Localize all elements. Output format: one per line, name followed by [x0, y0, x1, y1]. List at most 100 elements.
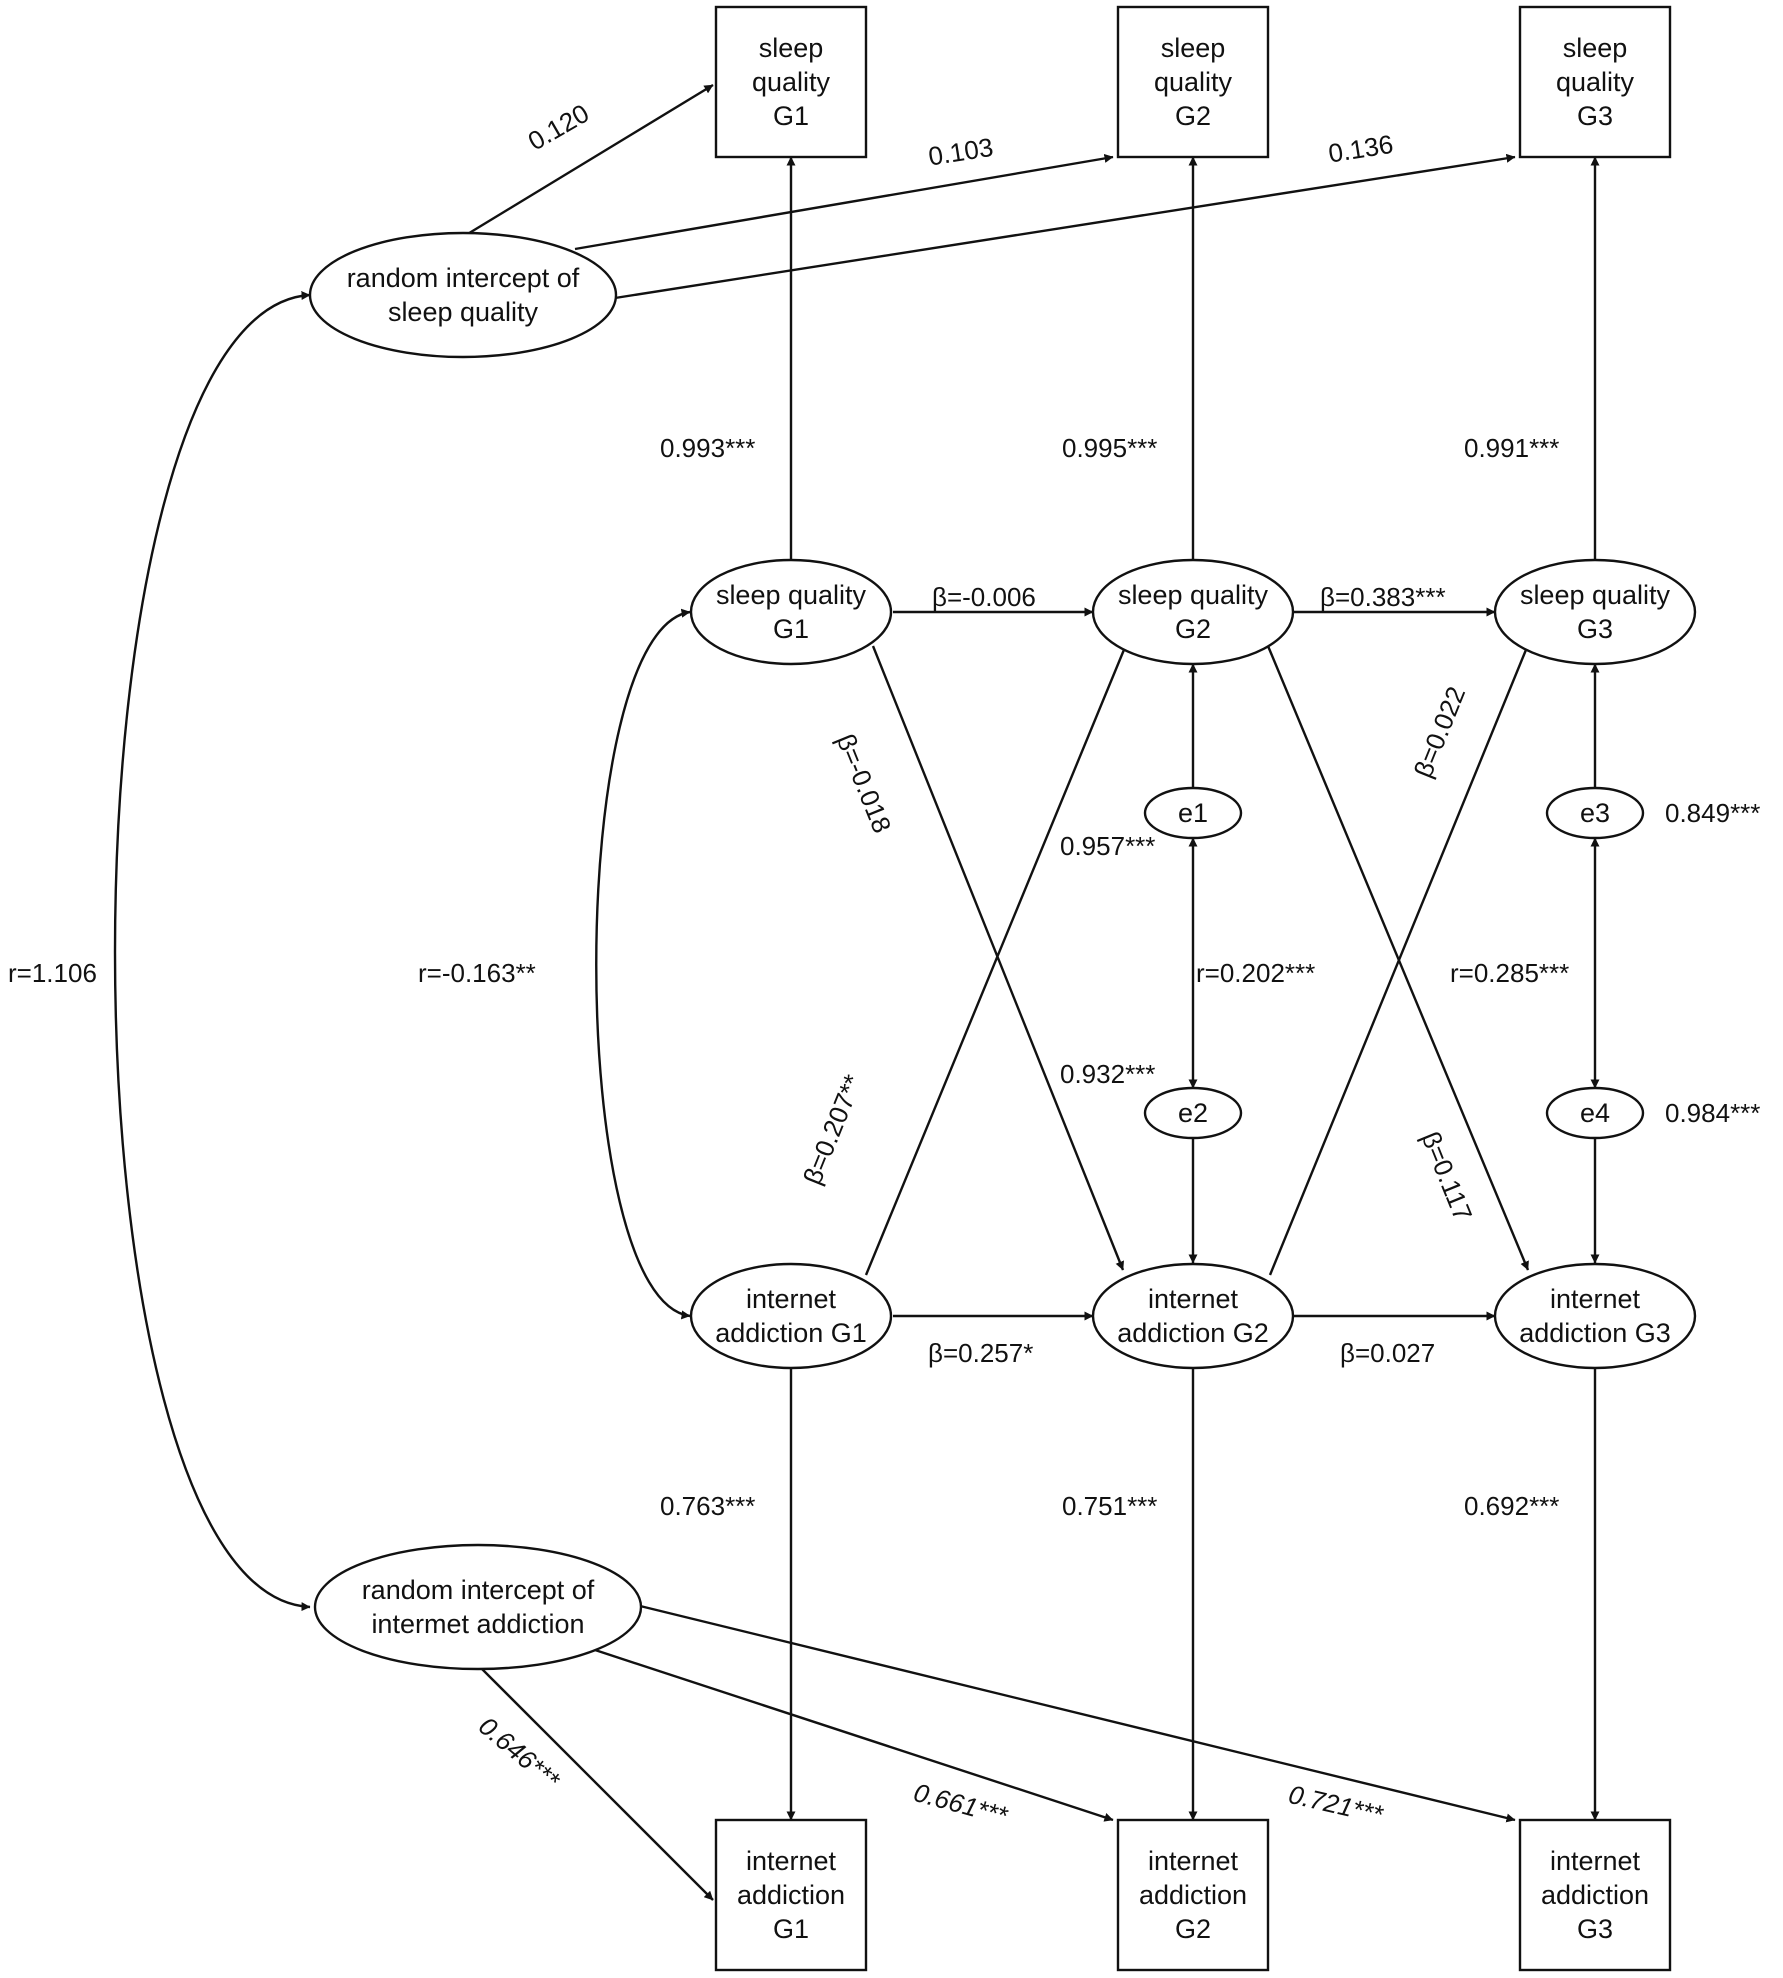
node-label-line: e2: [1178, 1098, 1208, 1128]
label-ri-internet-to-box2: 0.661***: [911, 1777, 1012, 1831]
label-cl-ia2-sq3: β=0.022: [1408, 682, 1471, 782]
node-label-e4: e4: [1580, 1098, 1610, 1128]
label-loading-sleep-g3: 0.991***: [1464, 433, 1559, 463]
e1-ellipse: e1: [1143, 786, 1243, 840]
node-label-line: G3: [1577, 101, 1613, 131]
label-residual-e2: 0.932***: [1060, 1059, 1155, 1089]
label-cov-e3-e4: r=0.285***: [1450, 958, 1569, 988]
node-label-line: sleep: [759, 33, 824, 63]
node-label-ia-lat-3: internet addiction G3: [1519, 1284, 1671, 1348]
label-loading-internet-g2: 0.751***: [1062, 1491, 1157, 1521]
node-label-line: addiction G3: [1519, 1318, 1671, 1348]
node-label-line: addiction G1: [715, 1318, 867, 1348]
node-label-line: sleep quality: [388, 297, 539, 327]
node-label-line: sleep quality: [1118, 580, 1269, 610]
node-label-line: addiction: [1139, 1880, 1247, 1910]
node-label-line: G2: [1175, 614, 1211, 644]
label-residual-e1: 0.957***: [1060, 831, 1155, 861]
node-label-ri-internet: random intercept of intermet addiction: [362, 1575, 595, 1639]
edge-cl-ia1-to-sq2: [864, 639, 1130, 1276]
edge-ri-internet-to-box1: [477, 1664, 714, 1901]
node-label-e3: e3: [1580, 798, 1610, 828]
node-label-line: internet: [746, 1284, 837, 1314]
edge-cov-random-intercepts: [113, 291, 311, 1612]
label-loading-internet-g1: 0.763***: [660, 1491, 755, 1521]
node-label-line: quality: [752, 67, 831, 97]
node-label-line: internet: [1550, 1846, 1641, 1876]
label-ri-sleep-to-box3: 0.136: [1326, 129, 1395, 169]
edge-ri-internet-to-box2: [594, 1648, 1114, 1822]
edge-ri-sleep-to-box1: [465, 83, 714, 237]
e2-ellipse: e2: [1143, 1086, 1243, 1140]
random-intercept-internet-ellipse: random intercept of intermet addiction: [313, 1543, 643, 1671]
label-cov-random-intercepts: r=1.106: [8, 958, 97, 988]
node-label-line: G1: [773, 614, 809, 644]
internet-addiction-g1-latent: internet addiction G1: [689, 1262, 893, 1370]
node-label-ri-sleep: random intercept of sleep quality: [347, 263, 580, 327]
node-label-line: G1: [773, 1914, 809, 1944]
node-label-e2: e2: [1178, 1098, 1208, 1128]
node-label-line: G1: [773, 101, 809, 131]
label-cl-ia1-sq2: β=0.207**: [797, 1070, 868, 1188]
node-label-line: quality: [1154, 67, 1233, 97]
label-ri-internet-to-box1: 0.646***: [473, 1711, 566, 1796]
node-label-line: G2: [1175, 1914, 1211, 1944]
label-loading-internet-g3: 0.692***: [1464, 1491, 1559, 1521]
label-ri-sleep-to-box1: 0.120: [523, 98, 594, 157]
node-label-line: intermet addiction: [371, 1609, 584, 1639]
random-intercept-sleep-ellipse: random intercept of sleep quality: [308, 231, 618, 359]
node-label-line: sleep: [1161, 33, 1226, 63]
e3-ellipse: e3: [1545, 786, 1645, 840]
edge-cl-ia2-to-sq3: [1268, 639, 1532, 1276]
node-label-line: G3: [1577, 614, 1613, 644]
edge-ri-internet-to-box3: [635, 1603, 1516, 1823]
e4-ellipse: e4: [1545, 1086, 1645, 1140]
node-label-line: random intercept of: [362, 1575, 595, 1605]
edge-labels: 0.120 0.103 0.136 0.993*** 0.995*** 0.99…: [8, 98, 1760, 1831]
node-label-line: G3: [1577, 1914, 1613, 1944]
node-label-line: e1: [1178, 798, 1208, 828]
node-label-line: random intercept of: [347, 263, 580, 293]
edge-ri-sleep-to-box3: [614, 153, 1516, 300]
label-residual-e4: 0.984***: [1665, 1098, 1760, 1128]
edge-cov-g1-latents: [595, 608, 691, 1320]
label-ar-sleep-1-2: β=-0.006: [932, 582, 1036, 612]
label-cl-sq2-ia3: β=0.117: [1416, 1127, 1479, 1225]
label-ar-sleep-2-3: β=0.383***: [1320, 582, 1446, 612]
node-label-line: addiction G2: [1117, 1318, 1269, 1348]
label-ar-internet-1-2: β=0.257*: [928, 1338, 1033, 1368]
label-residual-e3: 0.849***: [1665, 798, 1760, 828]
node-label-line: G2: [1175, 101, 1211, 131]
node-label-line: internet: [1550, 1284, 1641, 1314]
node-label-line: sleep: [1563, 33, 1628, 63]
edge-cl-sq2-to-ia3: [1266, 645, 1530, 1271]
label-loading-sleep-g1: 0.993***: [660, 433, 755, 463]
node-label-line: quality: [1556, 67, 1635, 97]
label-cl-sq1-ia2: β=-0.018: [831, 730, 898, 838]
node-label-line: e3: [1580, 798, 1610, 828]
node-label-line: internet: [746, 1846, 837, 1876]
label-loading-sleep-g2: 0.995***: [1062, 433, 1157, 463]
node-label-line: addiction: [1541, 1880, 1649, 1910]
label-ri-internet-to-box3: 0.721***: [1286, 1779, 1387, 1830]
